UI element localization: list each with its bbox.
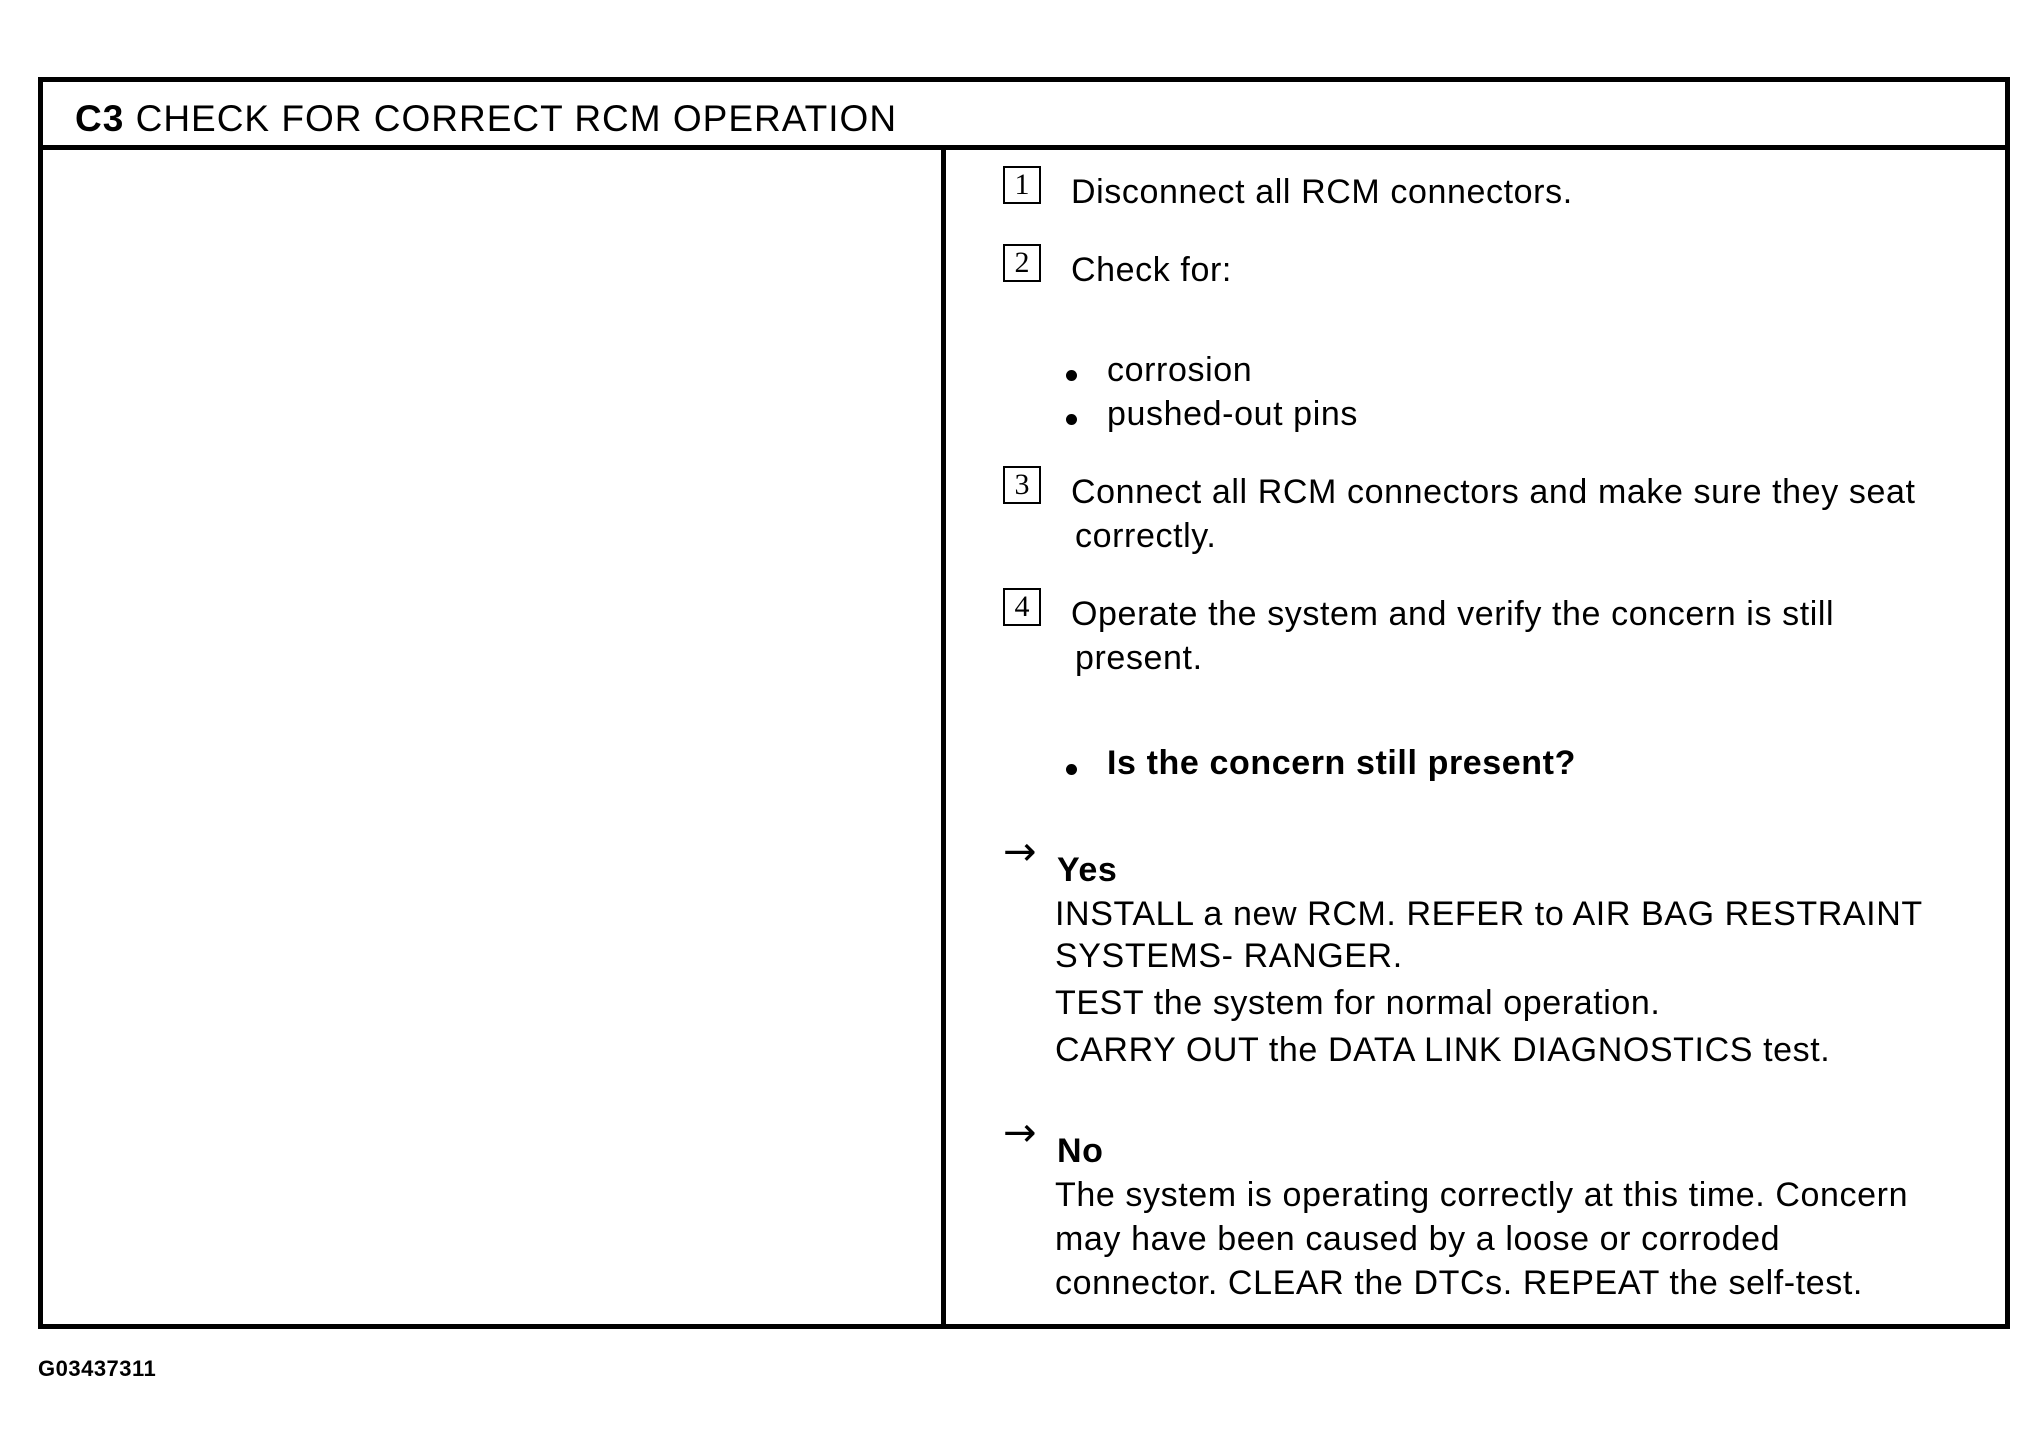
check-item-corrosion: corrosion — [1107, 351, 1253, 389]
step-1-text: Disconnect all RCM connectors. — [1071, 173, 1573, 211]
bullet-icon — [1066, 370, 1077, 381]
step-4-line-1: Operate the system and verify the concer… — [1071, 595, 1835, 633]
arrow-right-icon: → — [1003, 1110, 1037, 1156]
test-step-frame: C3 CHECK FOR CORRECT RCM OPERATION 1 Dis… — [38, 77, 2010, 1329]
answer-no-line-2: may have been caused by a loose or corro… — [1055, 1220, 1781, 1258]
answer-yes-line-4: CARRY OUT the DATA LINK DIAGNOSTICS test… — [1055, 1031, 1831, 1069]
answer-yes-line-3: TEST the system for normal operation. — [1055, 984, 1661, 1022]
answer-yes-label: Yes — [1057, 851, 1118, 889]
step-number-box-3: 3 — [1003, 466, 1041, 504]
question-text: Is the concern still present? — [1107, 744, 1576, 782]
arrow-right-icon: → — [1003, 829, 1037, 875]
bullet-icon — [1066, 764, 1077, 775]
bullet-icon — [1066, 414, 1077, 425]
step-number-box-2: 2 — [1003, 244, 1041, 282]
step-header: C3 CHECK FOR CORRECT RCM OPERATION — [43, 82, 2005, 150]
instructions-pane: 1 Disconnect all RCM connectors. 2 Check… — [951, 150, 2005, 1324]
step-2-text: Check for: — [1071, 251, 1232, 289]
step-number-box-1: 1 — [1003, 166, 1041, 204]
answer-no-line-3: connector. CLEAR the DTCs. REPEAT the se… — [1055, 1264, 1863, 1302]
figure-code: G03437311 — [38, 1356, 157, 1381]
answer-no-line-1: The system is operating correctly at thi… — [1055, 1176, 1909, 1214]
step-title: C3 CHECK FOR CORRECT RCM OPERATION — [75, 98, 897, 140]
step-4-line-2: present. — [1075, 639, 1203, 677]
step-3-line-1: Connect all RCM connectors and make sure… — [1071, 473, 1916, 511]
check-item-pushed-out-pins: pushed-out pins — [1107, 395, 1358, 433]
answer-yes-line-1: INSTALL a new RCM. REFER to AIR BAG REST… — [1055, 895, 1923, 933]
step-title-text: CHECK FOR CORRECT RCM OPERATION — [135, 98, 898, 139]
illustration-pane — [43, 150, 946, 1325]
step-3-line-2: correctly. — [1075, 517, 1217, 555]
answer-yes-line-2: SYSTEMS- RANGER. — [1055, 937, 1403, 975]
step-number-box-4: 4 — [1003, 588, 1041, 626]
answer-no-label: No — [1057, 1132, 1104, 1170]
step-code: C3 — [75, 98, 125, 139]
